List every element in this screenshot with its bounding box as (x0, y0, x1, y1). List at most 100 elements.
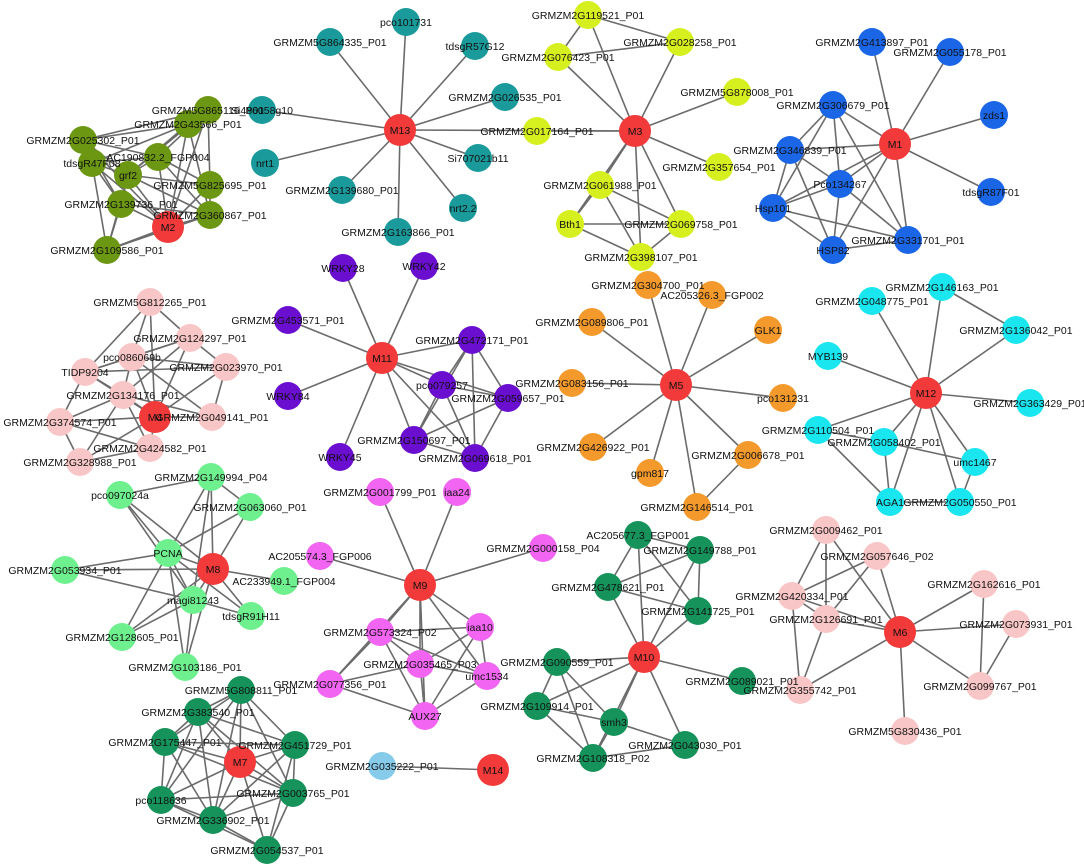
gene-node[interactable] (251, 149, 279, 177)
gene-node[interactable] (136, 288, 164, 316)
gene-node[interactable] (977, 178, 1005, 206)
gene-node[interactable] (684, 597, 712, 625)
gene-node[interactable] (198, 403, 226, 431)
gene-node[interactable] (118, 343, 146, 371)
gene-node[interactable] (410, 252, 438, 280)
gene-node[interactable] (66, 448, 94, 476)
gene-node[interactable] (870, 428, 898, 456)
hub-node[interactable] (879, 128, 911, 160)
hub-node[interactable] (384, 114, 416, 146)
gene-node[interactable] (734, 441, 762, 469)
gene-node[interactable] (93, 236, 121, 264)
gene-node[interactable] (449, 194, 477, 222)
gene-node[interactable] (819, 91, 847, 119)
gene-node[interactable] (723, 78, 751, 106)
gene-node[interactable] (980, 101, 1008, 129)
gene-node[interactable] (196, 171, 224, 199)
gene-node[interactable] (109, 381, 137, 409)
gene-node[interactable] (494, 384, 522, 412)
gene-node[interactable] (248, 96, 276, 124)
gene-node[interactable] (1002, 316, 1030, 344)
gene-node[interactable] (970, 570, 998, 598)
gene-node[interactable] (428, 371, 456, 399)
gene-node[interactable] (461, 32, 489, 60)
gene-node[interactable] (279, 779, 307, 807)
gene-node[interactable] (144, 143, 172, 171)
gene-node[interactable] (171, 653, 199, 681)
gene-node[interactable] (464, 144, 492, 172)
hub-node[interactable] (197, 553, 229, 585)
gene-node[interactable] (107, 190, 135, 218)
gene-node[interactable] (556, 210, 584, 238)
gene-node[interactable] (176, 324, 204, 352)
gene-node[interactable] (936, 38, 964, 66)
gene-node[interactable] (705, 153, 733, 181)
gene-node[interactable] (579, 744, 607, 772)
gene-node[interactable] (812, 605, 840, 633)
gene-node[interactable] (778, 582, 806, 610)
hub-node[interactable] (628, 641, 660, 673)
gene-node[interactable] (671, 731, 699, 759)
gene-node[interactable] (812, 516, 840, 544)
gene-node[interactable] (151, 728, 179, 756)
gene-node[interactable] (366, 478, 394, 506)
gene-node[interactable] (71, 358, 99, 386)
gene-node[interactable] (786, 676, 814, 704)
hub-node[interactable] (477, 754, 509, 786)
gene-node[interactable] (698, 281, 726, 309)
gene-node[interactable] (461, 444, 489, 472)
gene-node[interactable] (106, 481, 134, 509)
gene-node[interactable] (366, 618, 394, 646)
hub-node[interactable] (139, 401, 171, 433)
gene-node[interactable] (392, 8, 420, 36)
gene-node[interactable] (316, 28, 344, 56)
gene-node[interactable] (253, 836, 281, 864)
gene-node[interactable] (328, 176, 356, 204)
gene-node[interactable] (683, 493, 711, 521)
gene-node[interactable] (274, 306, 302, 334)
gene-node[interactable] (184, 698, 212, 726)
gene-node[interactable] (728, 667, 756, 695)
gene-node[interactable] (627, 243, 655, 271)
gene-node[interactable] (600, 708, 628, 736)
gene-node[interactable] (667, 210, 695, 238)
gene-node[interactable] (46, 408, 74, 436)
gene-node[interactable] (69, 126, 97, 154)
gene-node[interactable] (928, 273, 956, 301)
gene-node[interactable] (634, 271, 662, 299)
gene-node[interactable] (776, 136, 804, 164)
gene-node[interactable] (197, 463, 225, 491)
gene-node[interactable] (759, 194, 787, 222)
gene-node[interactable] (574, 1, 602, 29)
gene-node[interactable] (281, 731, 309, 759)
gene-node[interactable] (804, 416, 832, 444)
gene-node[interactable] (179, 586, 207, 614)
hub-node[interactable] (619, 115, 651, 147)
gene-node[interactable] (858, 287, 886, 315)
gene-node[interactable] (368, 752, 396, 780)
gene-node[interactable] (147, 786, 175, 814)
gene-node[interactable] (108, 623, 136, 651)
gene-node[interactable] (51, 556, 79, 584)
gene-node[interactable] (544, 43, 572, 71)
gene-node[interactable] (78, 149, 106, 177)
gene-node[interactable] (194, 96, 222, 124)
gene-node[interactable] (306, 542, 334, 570)
gene-node[interactable] (154, 539, 182, 567)
gene-node[interactable] (961, 448, 989, 476)
gene-node[interactable] (858, 28, 886, 56)
gene-node[interactable] (316, 670, 344, 698)
gene-node[interactable] (586, 171, 614, 199)
gene-node[interactable] (523, 117, 551, 145)
gene-node[interactable] (819, 236, 847, 264)
gene-node[interactable] (769, 384, 797, 412)
gene-node[interactable] (863, 542, 891, 570)
gene-node[interactable] (400, 426, 428, 454)
gene-node[interactable] (212, 353, 240, 381)
gene-node[interactable] (1002, 610, 1030, 638)
gene-node[interactable] (473, 662, 501, 690)
gene-node[interactable] (529, 534, 557, 562)
hub-node[interactable] (404, 569, 436, 601)
gene-node[interactable] (894, 226, 922, 254)
gene-node[interactable] (491, 83, 519, 111)
